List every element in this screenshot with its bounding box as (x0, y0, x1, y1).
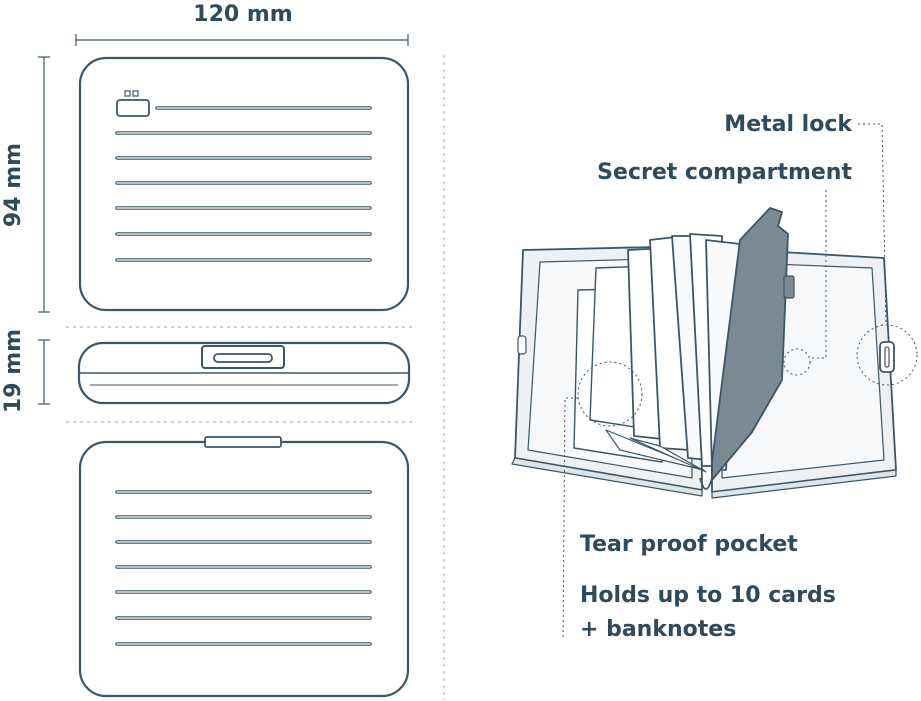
wallet-back-view (78, 436, 410, 698)
wallet-side-view (77, 341, 411, 405)
guide-lines (66, 55, 445, 700)
banknotes-label: + banknotes (580, 617, 736, 642)
highlight-circles (577, 324, 918, 427)
wallet-open-view (511, 207, 897, 499)
wallet-front-view (78, 56, 410, 312)
width-dimension: 120 mm (75, 2, 409, 46)
height-label: 94 mm (1, 143, 26, 227)
depth-label: 19 mm (1, 329, 26, 413)
leader-lines (562, 123, 887, 641)
holds-cards-label: Holds up to 10 cards (580, 583, 836, 608)
lock-icon (116, 90, 150, 117)
metal-lock-label: Metal lock (724, 112, 853, 137)
secret-compartment-label: Secret compartment (597, 160, 852, 185)
side-lock-clasp (201, 345, 285, 369)
depth-dimension: 19 mm (1, 329, 50, 413)
height-dimension: 94 mm (1, 56, 50, 313)
width-label: 120 mm (193, 2, 292, 27)
tear-proof-pocket-label: Tear proof pocket (580, 532, 798, 557)
